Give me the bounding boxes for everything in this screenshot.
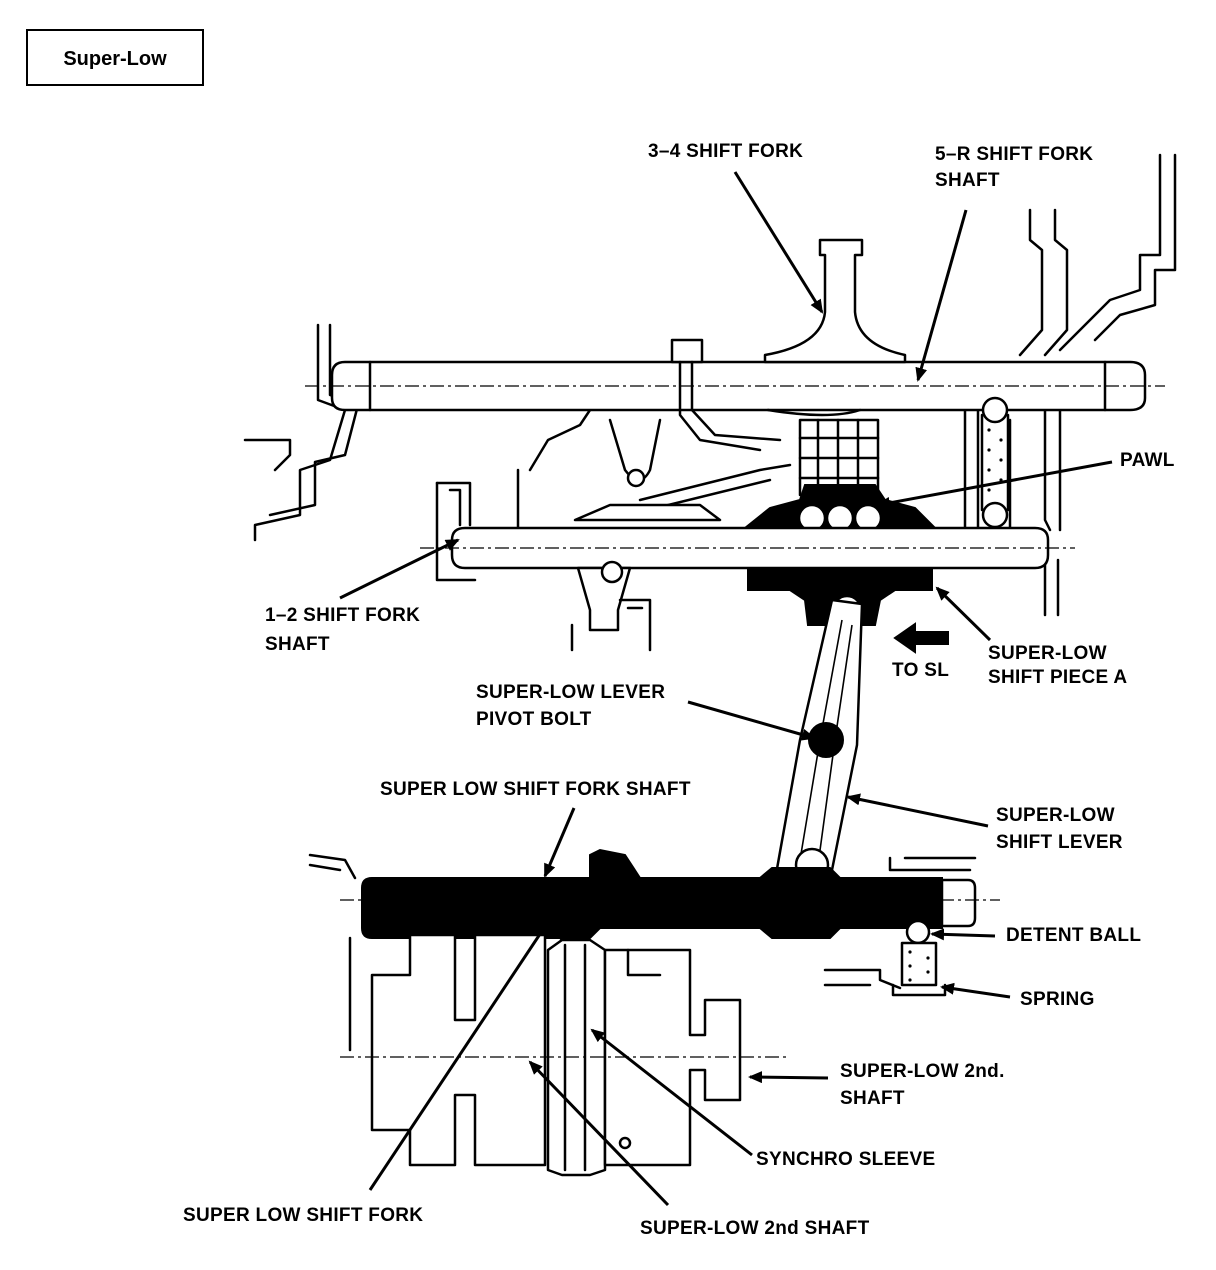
diagram-title: Super-Low [63, 48, 167, 70]
detent-ball-spring [891, 919, 947, 997]
label-5-r-shift-fork-line1: 5–R SHIFT FORK [935, 144, 1093, 165]
arrow-super-low-2nd-shaft-bottom [528, 1060, 670, 1207]
super-low-shift-lever [773, 598, 864, 892]
1-2-shift-fork-shaft [420, 526, 1075, 652]
label-5-r-shift-fork-line2: SHAFT [935, 170, 1000, 191]
label-1-2-shift-fork-line2: SHAFT [265, 634, 330, 655]
label-sl-shift-fork: SUPER LOW SHIFT FORK [183, 1205, 423, 1226]
arrow-super-low-shift-piece-a [935, 586, 992, 642]
leader-arrows [339, 171, 1113, 1207]
arrow-super-low-shift-fork-shaft [543, 807, 576, 878]
label-sl-shift-lever-line2: SHIFT LEVER [996, 832, 1123, 853]
label-sl-shift-piece-line2: SHIFT PIECE A [988, 667, 1127, 688]
label-sl-fork-shaft: SUPER LOW SHIFT FORK SHAFT [380, 779, 691, 800]
label-to-sl: TO SL [892, 660, 949, 681]
arrow-super-low-shift-lever [846, 793, 989, 828]
label-sl-2nd-shaft-right-line2: SHAFT [840, 1088, 905, 1109]
5-r-shift-fork-shaft [305, 338, 1165, 452]
label-1-2-shift-fork-line1: 1–2 SHIFT FORK [265, 605, 420, 626]
arrow-spring [940, 982, 1011, 999]
transmission-case-outline [243, 153, 1177, 617]
label-sl-pivot-bolt-line1: SUPER-LOW LEVER [476, 682, 665, 703]
label-sl-2nd-shaft-bottom: SUPER-LOW 2nd SHAFT [640, 1218, 870, 1239]
label-sl-shift-piece-line1: SUPER-LOW [988, 643, 1107, 664]
arrow-super-low-lever-pivot-bolt [687, 700, 816, 741]
super-low-shift-fork-shaft [340, 848, 1000, 952]
label-sl-2nd-shaft-right-line1: SUPER-LOW 2nd. [840, 1061, 1005, 1082]
lower-housing-outline [308, 853, 977, 1052]
arrow-pawl [876, 460, 1113, 509]
label-pawl: PAWL [1120, 450, 1175, 471]
arrow-super-low-2nd-shaft-right [748, 1071, 829, 1084]
super-low-gears [340, 933, 790, 1177]
pawl [573, 484, 938, 533]
3-4-shift-fork [763, 238, 907, 417]
right-detent-spring [980, 396, 1010, 529]
title-box: Super-Low [26, 29, 204, 86]
labels: 3–4 SHIFT FORK 5–R SHIFT FORK SHAFT PAWL… [183, 141, 1175, 1239]
label-synchro-sleeve: SYNCHRO SLEEVE [756, 1149, 935, 1170]
label-3-4-shift-fork: 3–4 SHIFT FORK [648, 141, 803, 162]
arrow-super-low-shift-fork [368, 920, 550, 1191]
to-sl-direction-arrow [893, 622, 949, 654]
label-sl-pivot-bolt-line2: PIVOT BOLT [476, 709, 592, 730]
arrow-5-r-shift-fork-shaft [915, 209, 968, 382]
arrow-detent-ball [930, 928, 996, 941]
label-spring: SPRING [1020, 989, 1095, 1010]
label-detent-ball: DETENT BALL [1006, 925, 1141, 946]
arrow-synchro-sleeve [590, 1028, 753, 1157]
arrow-3-4-shift-fork [733, 171, 824, 314]
label-sl-shift-lever-line1: SUPER-LOW [996, 805, 1115, 826]
arrow-1-2-shift-fork-shaft [339, 538, 460, 600]
